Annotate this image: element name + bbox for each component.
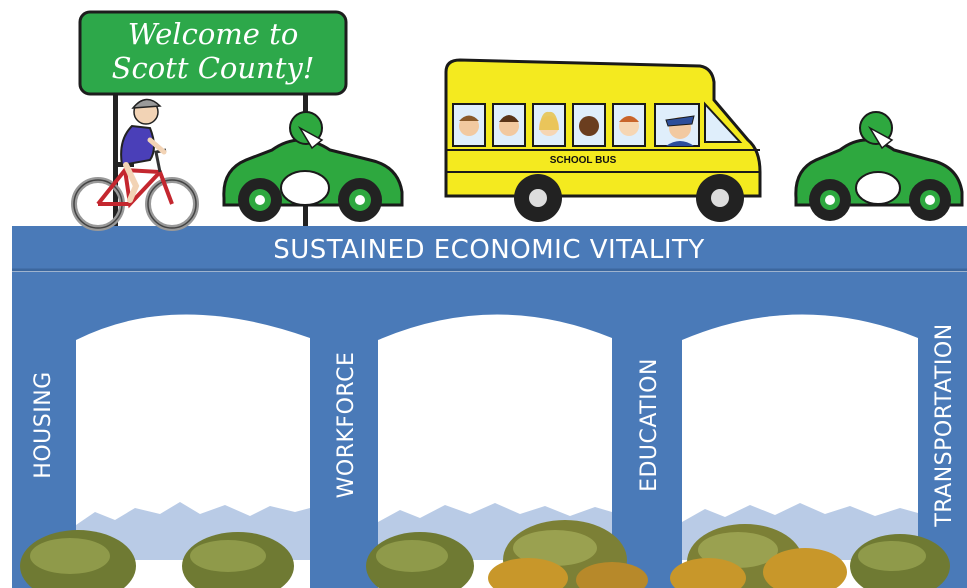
pillar-label-housing: HOUSING [31,371,56,478]
bike-frame [96,167,174,209]
sign-line-1: Welcome to [128,17,299,51]
pillar-label-transportation: TRANSPORTATION [932,323,957,527]
deck-label: SUSTAINED ECONOMIC VITALITY [273,235,705,265]
green-car-right [794,111,964,221]
pillar-label-workforce: WORKFORCE [334,352,359,499]
car-number-circle [280,170,330,206]
bridge-deck [12,226,967,270]
sign-post-left [113,92,118,226]
school-bus: SCHOOL BUS [444,58,762,222]
sign-board [78,10,348,96]
pillar-label-education: EDUCATION [637,358,662,492]
bridge: SUSTAINED ECONOMIC VITALITY HOUSING WORK… [12,226,967,588]
sign-line-2: Scott County! [112,51,315,85]
bus-windows [452,103,700,147]
cyclist [71,98,199,231]
welcome-sign: Welcome to Scott County! [78,10,348,226]
car-number-circle-right [855,171,901,205]
rocks [20,520,950,588]
rider-jersey [120,124,155,167]
green-car-left [222,111,404,222]
bus-windshield [704,101,743,143]
bus-label: SCHOOL BUS [550,155,617,166]
helmet-icon [131,98,162,109]
